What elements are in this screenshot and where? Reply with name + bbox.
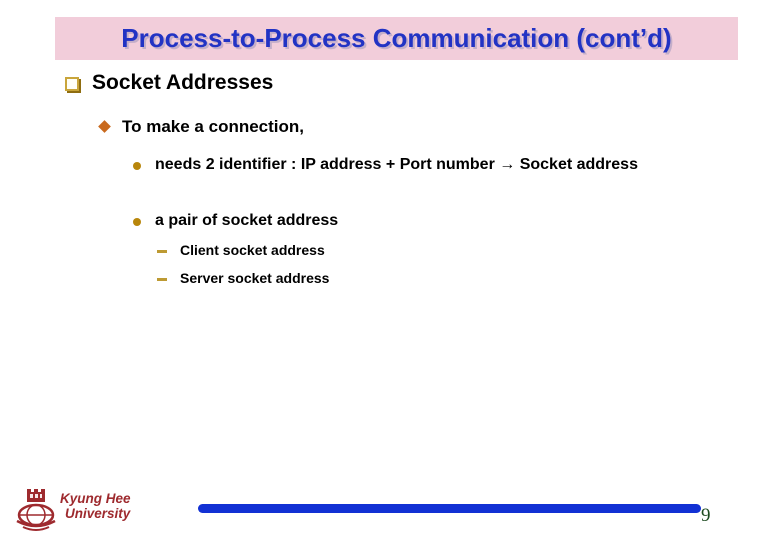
dash-bullet-icon	[157, 250, 167, 253]
page-number: 9	[701, 505, 711, 526]
circle-bullet-icon	[133, 218, 141, 226]
title-bar: Process-to-Process Communication (cont’d…	[55, 17, 738, 60]
sub-list-item: Client socket address	[180, 242, 325, 258]
footer-organization: Kyung Hee University	[60, 491, 131, 521]
circle-bullet-icon	[133, 162, 141, 170]
slide-title: Process-to-Process Communication (cont’d…	[121, 23, 672, 53]
heading-level1-text: Socket Addresses	[92, 71, 274, 94]
footer-divider-bar	[198, 504, 701, 513]
square-bullet-icon	[65, 77, 79, 91]
footer-org-line2: University	[65, 506, 131, 521]
heading-level2-text: To make a connection,	[122, 117, 305, 136]
diamond-bullet-icon	[98, 120, 111, 133]
list-item: a pair of socket address	[155, 212, 339, 229]
university-logo-icon	[16, 489, 56, 531]
dash-bullet-icon	[157, 278, 167, 281]
list-item: needs 2 identifier : IP address + Port n…	[155, 156, 638, 173]
footer-org-line1: Kyung Hee	[60, 491, 131, 506]
sub-list-item: Server socket address	[180, 270, 330, 286]
